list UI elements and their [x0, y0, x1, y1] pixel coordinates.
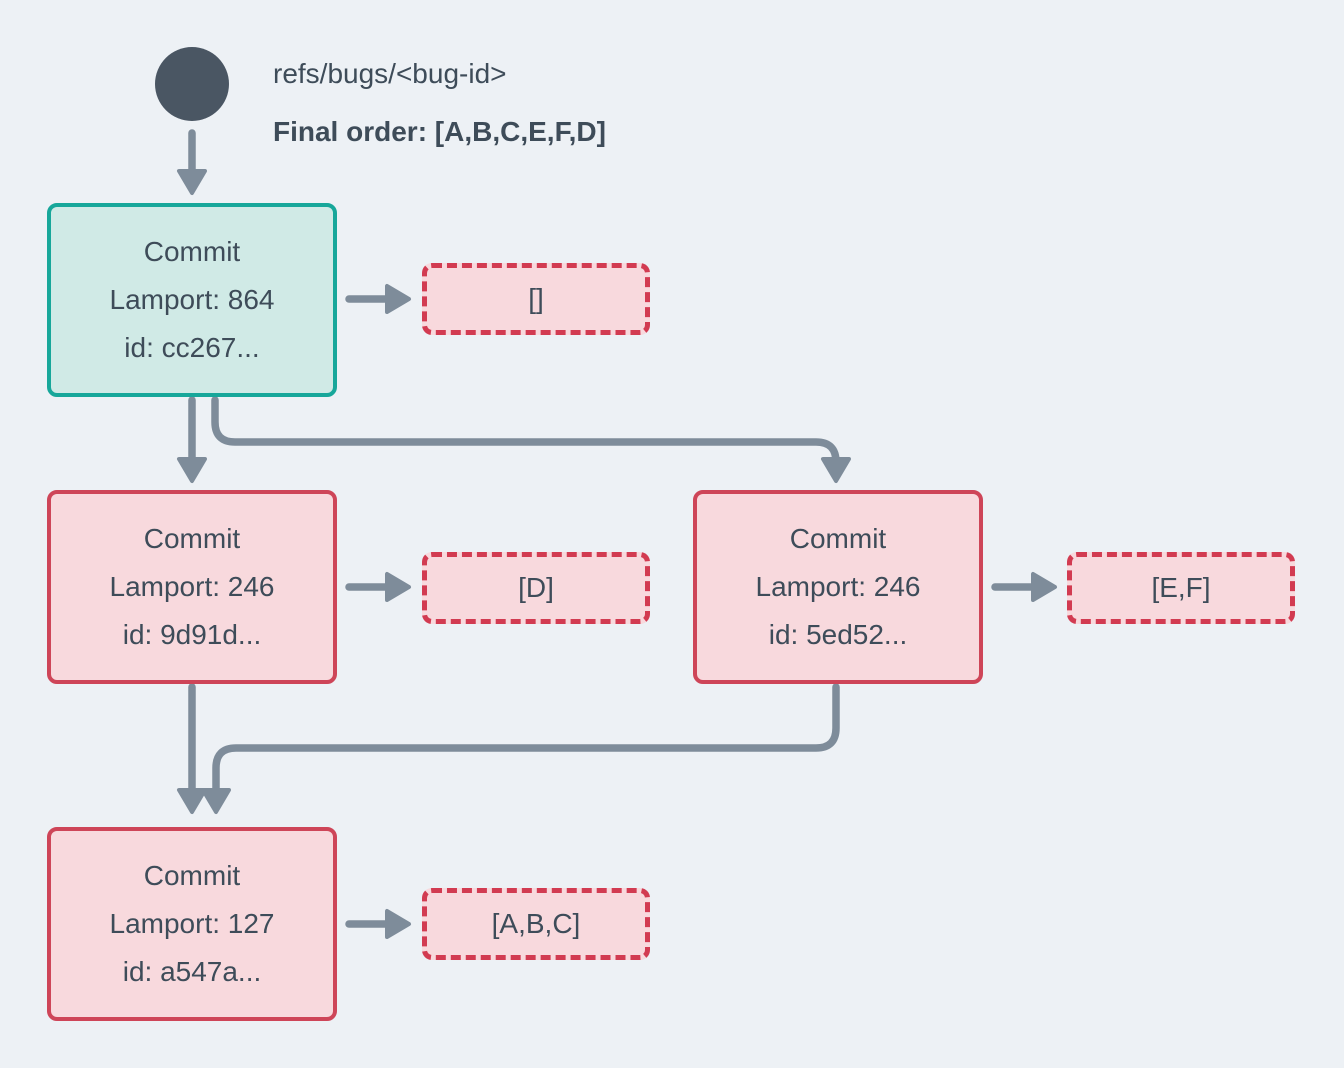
payload-box-head: []: [422, 263, 650, 335]
arrowhead-icon: [1031, 572, 1057, 602]
commit-lamport: Lamport: 127: [109, 908, 275, 939]
final-order-label: Final order: [A,B,C,E,F,D]: [273, 116, 606, 147]
commit-title: Commit: [143, 523, 241, 554]
branch-ref-dot-icon: [155, 47, 229, 121]
arrowhead-icon: [177, 457, 207, 483]
payload-box-right: [E,F]: [1067, 552, 1295, 624]
commit-title: Commit: [143, 860, 241, 891]
commit-id: id: a547a...: [122, 956, 262, 987]
ref-label: refs/bugs/<bug-id>: [273, 58, 507, 89]
payload-box-bottom: [A,B,C]: [422, 888, 650, 960]
commit-lamport: Lamport: 246: [755, 571, 921, 602]
commit-lamport: Lamport: 864: [109, 284, 275, 315]
commit-title: Commit: [789, 523, 887, 554]
commit-node-right: Commit Lamport: 246 id: 5ed52...: [693, 490, 983, 684]
commit-title: Commit: [143, 236, 241, 267]
payload-box-left: [D]: [422, 552, 650, 624]
arrowhead-icon: [177, 788, 207, 814]
arrowhead-icon: [385, 284, 411, 314]
commit-id: id: 5ed52...: [768, 619, 908, 650]
commit-node-bottom: Commit Lamport: 127 id: a547a...: [47, 827, 337, 1021]
arrowhead-icon: [385, 572, 411, 602]
arrow-head-to-right-commit: [211, 396, 840, 466]
arrowhead-icon: [385, 909, 411, 939]
commit-node-head: Commit Lamport: 864 id: cc267...: [47, 203, 337, 397]
arrowhead-icon: [821, 457, 851, 483]
arrow-right-commit-to-bottom: [212, 683, 840, 794]
commit-node-left: Commit Lamport: 246 id: 9d91d...: [47, 490, 337, 684]
arrowhead-icon: [201, 788, 231, 814]
commit-lamport: Lamport: 246: [109, 571, 275, 602]
commit-id: id: 9d91d...: [122, 619, 262, 650]
arrowhead-icon: [177, 169, 207, 195]
commit-id: id: cc267...: [124, 332, 260, 363]
